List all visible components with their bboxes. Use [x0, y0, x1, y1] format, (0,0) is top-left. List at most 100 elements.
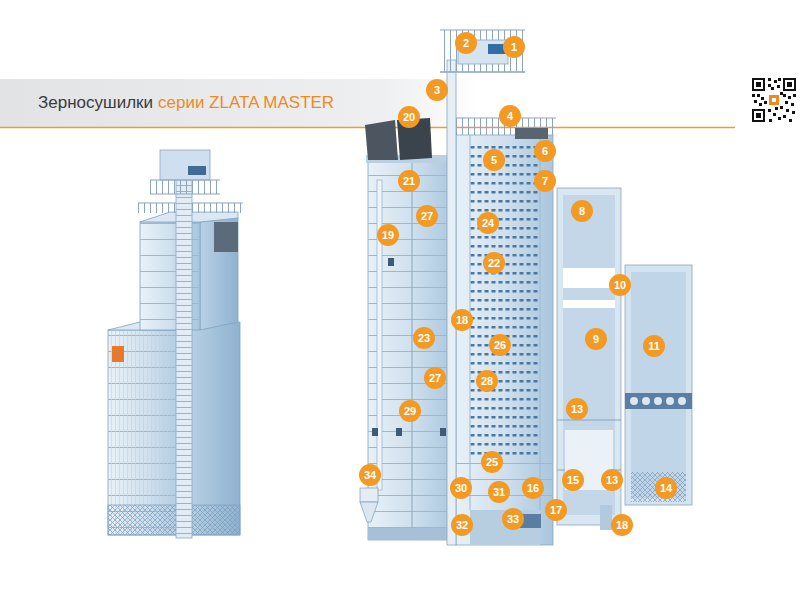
callout-number: 34: [359, 464, 381, 486]
callout-number: 19: [377, 224, 399, 246]
storage-bins-part: [440, 428, 446, 436]
fan-panel-part: [631, 472, 686, 502]
callout-number: 1: [503, 36, 525, 58]
qr-code-part: [752, 109, 765, 122]
callout-number: 17: [545, 499, 567, 521]
storage-bins-part: [368, 528, 455, 540]
dryer-tower-part: [440, 30, 525, 72]
dryer-overview-part: [176, 160, 192, 538]
qr-code-part: [772, 98, 776, 102]
title: Зерносушилки: [38, 92, 153, 114]
callout-number: 18: [451, 309, 473, 331]
qr-code: [752, 78, 796, 122]
header-band: [0, 79, 735, 128]
dryer-tower-part: [515, 128, 548, 139]
storage-bins-part: [372, 428, 378, 436]
callout-number: 20: [398, 106, 420, 128]
qr-code-part: [769, 95, 779, 105]
callout-number: 22: [483, 252, 505, 274]
dryer-tower-part: [440, 71, 525, 73]
callout-number: 8: [571, 200, 593, 222]
storage-bins-part: [365, 120, 398, 160]
qr-code-part: [785, 80, 794, 89]
callout-number: 21: [398, 170, 420, 192]
callout-number: 9: [585, 328, 607, 350]
callout-number: 28: [476, 370, 498, 392]
qr-code-part: [783, 78, 796, 91]
callout-number: 13: [566, 398, 588, 420]
dryer-overview-part: [188, 166, 206, 175]
dryer-overview-part: [188, 322, 240, 535]
qr-code-part: [756, 113, 761, 118]
dryer-overview-part: [150, 180, 220, 181]
qr-code-part: [752, 78, 765, 91]
dryer-overview-part: [112, 346, 124, 362]
callout-number: 31: [488, 481, 510, 503]
callout-number: 25: [481, 451, 503, 473]
callout-number: 18: [611, 514, 633, 536]
callout-number: 2: [455, 32, 477, 54]
callout-number: 13: [601, 469, 623, 491]
dryer-overview-part: [200, 218, 238, 330]
fan-panel-part: [654, 397, 662, 405]
dryer-overview-part: [150, 194, 220, 195]
qr-code-part: [787, 82, 792, 87]
callout-number: 6: [534, 140, 556, 162]
fan-panel-part: [630, 397, 638, 405]
dryer-overview-part: [160, 150, 210, 180]
callout-number: 26: [489, 334, 511, 356]
dryer-overview-part: [150, 180, 220, 194]
fan-panel-part: [631, 272, 686, 498]
callout-number: 15: [562, 469, 584, 491]
fan-panel: [625, 265, 692, 505]
callout-number: 23: [413, 327, 435, 349]
storage-bins-part: [396, 428, 402, 436]
callout-number: 29: [399, 400, 421, 422]
fan-panel-part: [625, 393, 692, 409]
dryer-tower: [440, 30, 556, 545]
callout-number: 30: [450, 477, 472, 499]
callout-number: 11: [643, 335, 665, 357]
dryer-tower-part: [440, 30, 525, 31]
callout-number: 5: [483, 149, 505, 171]
dryer-overview-part: [176, 160, 192, 538]
dryer-tower-part: [470, 145, 540, 460]
callout-number: 16: [522, 477, 544, 499]
storage-bins-part: [412, 160, 413, 540]
callout-number: 24: [477, 212, 499, 234]
dryer-overview: [108, 150, 243, 538]
dryer-tower-part: [447, 60, 456, 545]
callout-number: 33: [502, 508, 524, 530]
storage-bins-part: [360, 502, 378, 522]
qr-code-part: [754, 111, 763, 120]
callout-number: 27: [424, 367, 446, 389]
dryer-overview-part: [214, 222, 238, 252]
fan-panel-part: [642, 397, 650, 405]
qr-code-part: [754, 80, 763, 89]
qr-code-part: [752, 78, 796, 122]
storage-bins-part: [368, 160, 455, 540]
callout-number: 14: [655, 477, 677, 499]
qr-code-part: [752, 78, 796, 122]
header-band-part: [0, 79, 480, 127]
callout-number: 10: [609, 274, 631, 296]
air-plenum-panel-part: [563, 268, 615, 288]
fan-panel-part: [666, 397, 674, 405]
fan-panel-part: [678, 397, 686, 405]
air-plenum-panel-part: [563, 195, 615, 515]
title-series: серии ZLATA MASTER: [158, 92, 334, 114]
callout-number: 32: [451, 514, 473, 536]
callout-number: 27: [416, 205, 438, 227]
fan-panel-part: [625, 265, 692, 505]
dryer-overview-part: [108, 505, 240, 535]
storage-bins-part: [388, 258, 394, 266]
storage-bins-part: [360, 488, 378, 502]
air-plenum-panel-part: [563, 300, 615, 308]
air-plenum-panel-part: [557, 420, 621, 421]
callout-number: 4: [499, 105, 521, 127]
storage-bins: [360, 118, 457, 540]
callout-number: 7: [534, 170, 556, 192]
callout-number: 3: [426, 79, 448, 101]
